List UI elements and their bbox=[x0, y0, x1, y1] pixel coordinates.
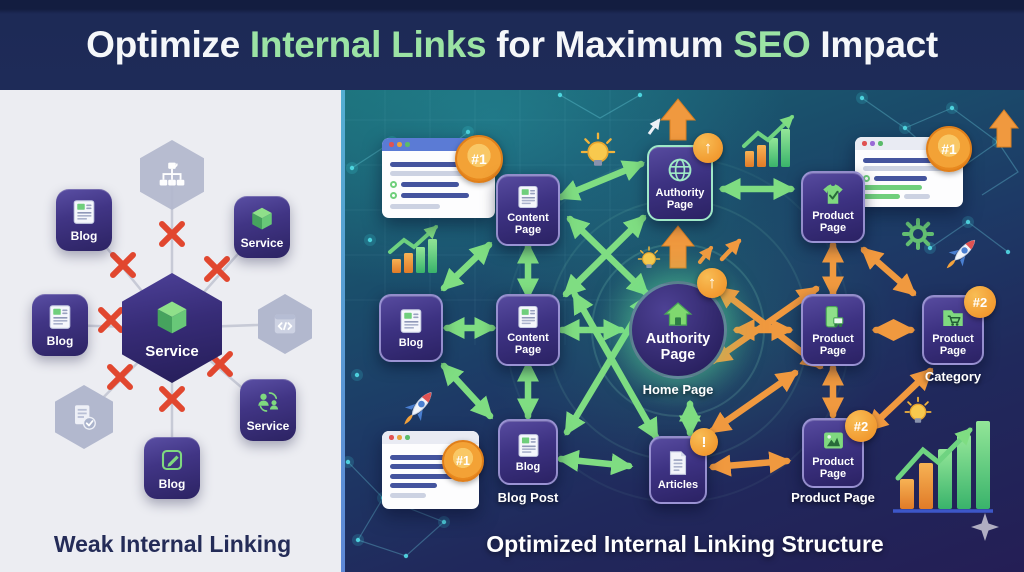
serp-result-lines bbox=[855, 150, 963, 206]
left-node-blog-bottom: Blog bbox=[144, 437, 200, 499]
cursor-arrow-icon bbox=[647, 118, 661, 135]
header-banner: Optimize Internal Links for Maximum SEO … bbox=[0, 0, 1024, 90]
blog-document-icon bbox=[45, 302, 75, 332]
rank-2-badge: #2 bbox=[845, 410, 877, 442]
rocket-icon-bottomleft bbox=[404, 391, 432, 425]
node-blog: Blog bbox=[379, 294, 443, 362]
blog-document-icon bbox=[69, 197, 99, 227]
node-label: Product Page bbox=[812, 210, 854, 234]
rocket-icon-topright bbox=[946, 239, 976, 269]
node-label: Blog bbox=[398, 337, 424, 350]
document-check-icon bbox=[66, 399, 102, 435]
content-document-icon bbox=[514, 183, 542, 211]
product-page-sublabel: Product Page bbox=[791, 490, 875, 505]
globe-icon bbox=[664, 154, 696, 186]
node-content-page-mid: Content Page bbox=[496, 294, 560, 366]
node-label: Blog bbox=[46, 334, 74, 348]
node-label: Product Page bbox=[812, 455, 854, 480]
article-document-icon bbox=[663, 448, 693, 478]
rank-2-badge: #2 bbox=[964, 286, 996, 318]
node-label: Authority Page bbox=[645, 330, 711, 363]
serp-result-lines bbox=[382, 444, 479, 506]
package-cube-icon bbox=[247, 204, 277, 234]
node-label: Content Page bbox=[507, 212, 549, 236]
node-label: Articles bbox=[657, 479, 699, 492]
node-label: Product Page bbox=[932, 333, 974, 357]
cube-icon bbox=[150, 296, 194, 340]
optimized-linking-caption: Optimized Internal Linking Structure bbox=[486, 531, 884, 557]
node-product-page-category: Product Page bbox=[922, 295, 984, 365]
tshirt-check-icon bbox=[818, 179, 848, 209]
green-link-arrows bbox=[440, 160, 796, 476]
node-content-page-top: Content Page bbox=[496, 174, 560, 246]
node-label: Service bbox=[246, 419, 290, 433]
house-icon bbox=[661, 297, 695, 331]
node-label: Blog bbox=[515, 460, 541, 473]
people-sync-icon bbox=[253, 387, 283, 417]
panel-divider bbox=[341, 90, 345, 572]
cart-folder-icon bbox=[938, 302, 968, 332]
node-product-page-device: Product Page bbox=[801, 294, 865, 366]
lightbulb-icon-center bbox=[637, 246, 661, 268]
sitemap-icon bbox=[153, 156, 191, 194]
left-node-blog-mid: Blog bbox=[32, 294, 88, 356]
left-node-service-top: Service bbox=[234, 196, 290, 258]
lightbulb-icon-top bbox=[580, 132, 616, 166]
blog-document-icon bbox=[514, 431, 543, 460]
node-label: Content Page bbox=[507, 332, 549, 356]
left-node-blog-top: Blog bbox=[56, 189, 112, 251]
node-label: Service bbox=[145, 343, 199, 360]
blog-post-sublabel: Blog Post bbox=[497, 490, 559, 505]
rank-1-badge: #1 bbox=[926, 126, 972, 172]
growth-chart-small-left bbox=[388, 225, 439, 273]
node-blog-post: Blog bbox=[498, 419, 558, 485]
gear-icon bbox=[902, 218, 934, 250]
network-dots bbox=[345, 92, 1011, 559]
pencil-edit-icon bbox=[157, 445, 187, 475]
up-rank-badge: ↑ bbox=[697, 268, 727, 298]
blog-document-icon bbox=[396, 306, 426, 336]
left-node-service-bottom: Service bbox=[240, 379, 296, 441]
rank-1-badge: #1 bbox=[455, 135, 503, 183]
broken-link-x-marks bbox=[98, 221, 233, 412]
right-panel-decor bbox=[345, 90, 1020, 559]
node-label: Product Page bbox=[812, 333, 854, 357]
lightbulb-icon-bottomright bbox=[904, 396, 932, 423]
node-label: Authority Page bbox=[655, 187, 705, 211]
alert-badge: ! bbox=[690, 428, 718, 456]
growth-chart-small-topright bbox=[742, 115, 794, 167]
image-icon bbox=[819, 426, 848, 455]
category-sublabel: Category bbox=[924, 369, 982, 384]
page-title: Optimize Internal Links for Maximum SEO … bbox=[86, 24, 938, 65]
node-label: Service bbox=[240, 236, 284, 250]
growth-chart-large bbox=[893, 421, 993, 513]
weak-linking-caption: Weak Internal Linking bbox=[53, 531, 292, 557]
device-delivery-icon bbox=[818, 302, 848, 332]
home-page-sublabel: Home Page bbox=[642, 382, 714, 397]
node-label: Blog bbox=[158, 477, 186, 491]
rank-1-badge: #1 bbox=[442, 440, 484, 482]
up-rank-badge: ↑ bbox=[693, 133, 723, 163]
sparkle-icon bbox=[971, 513, 999, 541]
serp-result-lines bbox=[382, 151, 495, 217]
code-icon bbox=[268, 307, 302, 341]
node-product-page-tshirt: Product Page bbox=[801, 171, 865, 243]
orange-up-arrows bbox=[659, 98, 1020, 269]
content-document-icon bbox=[514, 303, 542, 331]
node-label: Blog bbox=[70, 229, 98, 243]
